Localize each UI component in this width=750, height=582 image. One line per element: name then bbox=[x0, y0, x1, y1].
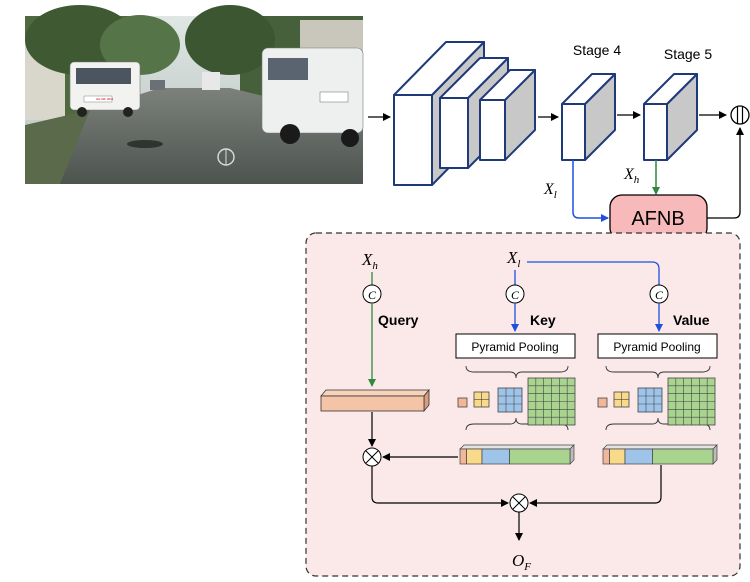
query-label: Query bbox=[378, 312, 419, 328]
value-feature-bar bbox=[602, 444, 718, 465]
feature-bar-segment-4 bbox=[509, 448, 571, 465]
parked-van bbox=[261, 47, 364, 147]
afnb-label: AFNB bbox=[631, 208, 684, 230]
afnb-block: AFNB bbox=[609, 194, 708, 241]
feature-bar-top bbox=[459, 444, 575, 450]
key-top-brace bbox=[465, 365, 569, 379]
xl-inner-label: Xl bbox=[506, 248, 520, 270]
key-label: Key bbox=[530, 312, 556, 328]
key-feature-bar bbox=[459, 444, 575, 465]
pool-3x3-grid bbox=[637, 387, 663, 413]
query-conv-icon: C bbox=[362, 284, 382, 304]
key-pooled-grids bbox=[457, 377, 576, 426]
backbone-cube-3 bbox=[479, 69, 536, 161]
query-key-multiply-icon bbox=[362, 447, 382, 467]
pool-1x1-cell bbox=[457, 397, 468, 408]
value-conv-icon: C bbox=[649, 284, 669, 304]
value-multiply-icon bbox=[509, 493, 529, 513]
query-feature-bar bbox=[320, 388, 430, 413]
svg-text:C: C bbox=[511, 288, 520, 302]
xl-to-afnb-arrow bbox=[572, 160, 609, 222]
feature-bar-segment-1 bbox=[459, 448, 467, 465]
stage5-label: Stage 5 bbox=[664, 46, 712, 62]
feature-bar-segment-2 bbox=[466, 448, 483, 465]
xl-top-label: Xl bbox=[543, 181, 557, 201]
pool-6x6-grid bbox=[667, 377, 716, 426]
svg-text:Pyramid Pooling: Pyramid Pooling bbox=[471, 340, 558, 354]
feature-bar-top bbox=[602, 444, 718, 450]
value-pyramid-pooling-box: Pyramid Pooling bbox=[597, 333, 718, 359]
stage4-cube bbox=[561, 73, 616, 161]
pool-6x6-grid bbox=[527, 377, 576, 426]
value-label: Value bbox=[673, 312, 710, 328]
svg-text:C: C bbox=[368, 288, 377, 302]
value-pooled-grids bbox=[597, 377, 716, 426]
key-conv-icon: C bbox=[505, 284, 525, 304]
pool-2x2-grid bbox=[473, 391, 490, 408]
stage5-cube bbox=[643, 73, 698, 161]
white-van bbox=[69, 61, 141, 117]
feature-bar-segment-4 bbox=[652, 448, 714, 465]
stage4-label: Stage 4 bbox=[573, 42, 621, 58]
attention-to-output-multiply-arrow bbox=[371, 466, 509, 507]
output-label: OF bbox=[512, 551, 531, 573]
feature-bar-segment-2 bbox=[609, 448, 626, 465]
afnb-to-concat-arrow bbox=[707, 127, 744, 219]
street-photo: HH-WF 3011 bbox=[25, 5, 364, 184]
value-to-output-multiply-arrow bbox=[529, 465, 662, 507]
feature-bar-segment-1 bbox=[602, 448, 610, 465]
svg-text:C: C bbox=[655, 288, 664, 302]
feature-bar-segment-3 bbox=[624, 448, 653, 465]
plate-text: HH-WF 3011 bbox=[96, 97, 114, 101]
concat-operator-icon bbox=[730, 105, 750, 125]
pool-1x1-cell bbox=[597, 397, 608, 408]
afnb-detail-panel bbox=[305, 232, 741, 577]
xh-top-label: Xh bbox=[623, 166, 640, 186]
key-pyramid-pooling-box: Pyramid Pooling bbox=[455, 333, 576, 359]
value-top-brace bbox=[605, 365, 711, 379]
pool-2x2-grid bbox=[613, 391, 630, 408]
xh-inner-label: Xh bbox=[361, 250, 378, 272]
svg-text:Pyramid Pooling: Pyramid Pooling bbox=[613, 340, 700, 354]
feature-bar-segment-3 bbox=[481, 448, 510, 465]
pool-3x3-grid bbox=[497, 387, 523, 413]
xl-to-value-line bbox=[527, 261, 660, 285]
